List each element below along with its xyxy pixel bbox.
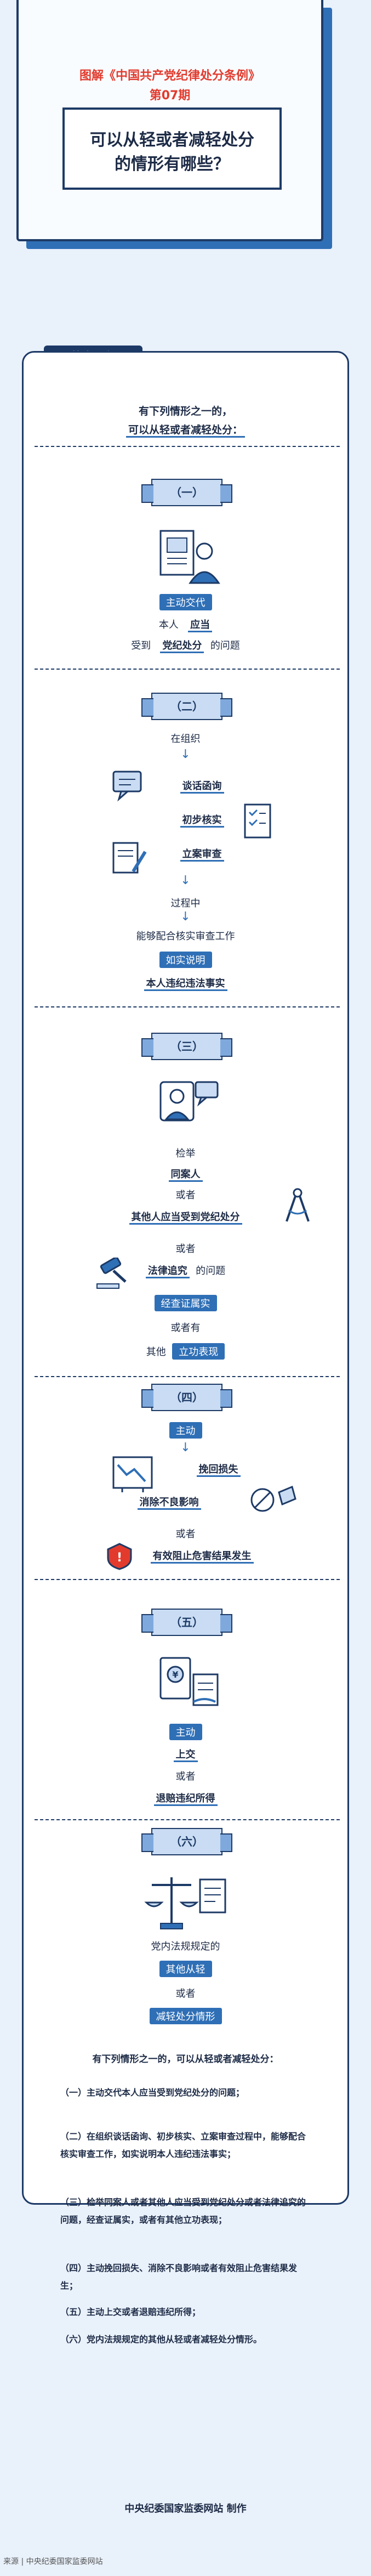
title-line-1: 可以从轻或者减轻处分 bbox=[90, 131, 254, 150]
s2-item-1: 谈话函询 bbox=[180, 780, 224, 794]
header-subtitle: 图解《中国共产党纪律处分条例》 bbox=[79, 69, 260, 83]
compass-icon bbox=[281, 1186, 314, 1225]
header-issue: 第07期 bbox=[149, 89, 191, 103]
divider bbox=[35, 1376, 340, 1377]
chart-down-icon bbox=[111, 1455, 155, 1493]
summary-box: 有下列情形之一的，可以从轻或者减轻处分： （一）主动交代本人应当受到党纪处分的问… bbox=[22, 2040, 349, 2435]
page-title: 可以从轻或者减轻处分 的情形有哪些？ bbox=[65, 128, 279, 177]
intro-line-2: 可以从轻或者减轻处分： bbox=[125, 424, 245, 438]
checklist-icon bbox=[243, 802, 276, 841]
footer-credit: 中央纪委国家监委网站 制作 bbox=[124, 2503, 247, 2515]
summary-item-1: （一）主动交代本人应当受到党纪处分的问题； bbox=[60, 2087, 245, 2098]
s6-pill-2: 减轻处分情形 bbox=[149, 2008, 222, 2024]
person-speech-icon bbox=[155, 1077, 221, 1137]
s2-item-2: 初步核实 bbox=[180, 814, 224, 828]
intro-line-1: 有下列情形之一的， bbox=[138, 405, 232, 417]
s2-item-3: 立案审查 bbox=[180, 848, 224, 862]
header-banner: 图解《中国共产党纪律处分条例》 第07期 可以从轻或者减轻处分 的情形有哪些？ bbox=[0, 0, 371, 258]
s4-text-1: 挽回损失 bbox=[196, 1464, 241, 1477]
s4-pill: 主动 bbox=[169, 1422, 202, 1439]
gavel-icon bbox=[95, 1258, 133, 1290]
summary-item-5: （五）主动上交或者退赔违纪所得； bbox=[60, 2307, 201, 2317]
s2-text-4: 本人违纪违法事实 bbox=[144, 978, 227, 991]
svg-text:!: ! bbox=[117, 1551, 122, 1565]
chat-icon bbox=[111, 769, 150, 802]
summary-item-3: （三）检举同案人或者其他人应当受到党纪处分或者法律追究的问题，经查证属实，或者有… bbox=[60, 2197, 306, 2225]
article-card: 有下列情形之一的， 可以从轻或者减轻处分： （一） 主动交代 本人 应当 受到 … bbox=[22, 351, 349, 2205]
article-intro: 有下列情形之一的， 可以从轻或者减轻处分： bbox=[24, 402, 347, 439]
s1-text-2b: 党纪处分 bbox=[160, 640, 204, 653]
s3-text-8b: 立功表现 bbox=[172, 1343, 225, 1360]
s3-text-6a: 法律追究 bbox=[145, 1265, 190, 1278]
scales-icon bbox=[144, 1872, 232, 1932]
down-arrow-icon: ↓ bbox=[180, 1441, 191, 1454]
header-title-box: 可以从轻或者减轻处分 的情形有哪些？ bbox=[62, 107, 287, 195]
s5-text-2: 或者 bbox=[175, 1771, 196, 1782]
down-arrow-icon: ↓ bbox=[180, 874, 191, 887]
document-person-icon bbox=[150, 528, 226, 588]
down-arrow-icon: ↓ bbox=[180, 910, 191, 924]
s4-text-4: 有效阻止危害结果发生 bbox=[150, 1550, 254, 1564]
source-line: 来源 | 中央纪委国家监委网站 bbox=[3, 2557, 103, 2566]
divider bbox=[35, 446, 340, 447]
down-arrow-icon: ↓ bbox=[180, 748, 191, 761]
header-card: 图解《中国共产党纪律处分条例》 第07期 可以从轻或者减轻处分 的情形有哪些？ bbox=[16, 0, 323, 241]
s1-pill: 主动交代 bbox=[159, 594, 212, 610]
s1-text-2c: 的问题 bbox=[210, 640, 240, 652]
divider bbox=[35, 1819, 340, 1820]
s6-text-1: 党内法规规定的 bbox=[151, 1941, 220, 1952]
s3-pill: 经查证属实 bbox=[154, 1295, 217, 1311]
s4-text-3: 或者 bbox=[175, 1528, 196, 1540]
summary-item-6: （六）党内法规规定的其他从轻或者减轻处分情形。 bbox=[60, 2334, 262, 2345]
s4-text-2: 消除不良影响 bbox=[137, 1497, 201, 1510]
s2-text-3: 能够配合核实审查工作 bbox=[136, 931, 235, 942]
s3-text-4: 其他人应当受到党纪处分 bbox=[129, 1211, 242, 1225]
section-5-label: （五） bbox=[141, 1609, 232, 1636]
s3-text-8a: 其他 bbox=[146, 1346, 166, 1358]
section-2-label: （二） bbox=[141, 693, 232, 720]
no-sign-icon bbox=[248, 1482, 298, 1515]
summary-item-4: （四）主动挽回损失、消除不良影响或者有效阻止危害结果发生； bbox=[60, 2263, 298, 2291]
section-1-label: （一） bbox=[141, 479, 232, 506]
title-line-2: 的情形有哪些？ bbox=[115, 155, 230, 174]
divider bbox=[35, 1579, 340, 1580]
s3-text-1: 检举 bbox=[175, 1148, 196, 1159]
s6-pill-1: 其他从轻 bbox=[159, 1961, 212, 1977]
s5-pill: 主动 bbox=[169, 1724, 202, 1740]
s2-pill: 如实说明 bbox=[159, 952, 212, 968]
s3-text-5: 或者 bbox=[175, 1243, 196, 1255]
s1-text-2a: 受到 bbox=[131, 640, 151, 652]
s6-text-2: 或者 bbox=[175, 1988, 196, 2000]
section-6-label: （六） bbox=[141, 1828, 232, 1855]
section-4-label: （四） bbox=[141, 1384, 232, 1411]
file-pen-icon bbox=[111, 841, 150, 876]
s3-text-2: 同案人 bbox=[168, 1169, 203, 1182]
section-3-label: （三） bbox=[141, 1033, 232, 1060]
s2-text-1: 在组织 bbox=[170, 733, 201, 745]
warning-icon: ! bbox=[106, 1542, 133, 1571]
summary-title: 有下列情形之一的，可以从轻或者减轻处分： bbox=[92, 2054, 279, 2065]
summary-item-2: （二）在组织谈话函询、初步核实、立案审查过程中，能够配合核实审查工作，如实说明本… bbox=[60, 2131, 306, 2159]
s3-text-6b: 的问题 bbox=[196, 1265, 226, 1277]
s2-text-2: 过程中 bbox=[170, 898, 201, 909]
s5-text-3: 退赔违纪所得 bbox=[153, 1793, 218, 1806]
svg-text:¥: ¥ bbox=[172, 1669, 178, 1680]
s1-text-1a: 本人 bbox=[158, 619, 179, 631]
money-transfer-icon: ¥ bbox=[155, 1652, 221, 1713]
s5-text-1: 上交 bbox=[173, 1749, 198, 1762]
divider bbox=[35, 1006, 340, 1007]
s3-text-7: 或者有 bbox=[170, 1322, 201, 1334]
divider bbox=[35, 669, 340, 670]
s1-text-1b: 应当 bbox=[188, 619, 213, 632]
s3-text-3: 或者 bbox=[175, 1190, 196, 1201]
